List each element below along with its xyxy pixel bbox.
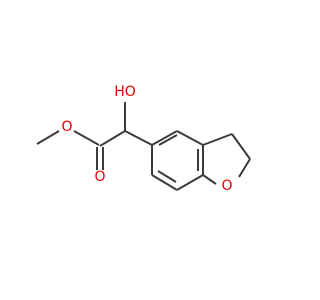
bond-carbonyl-alpha-carbon xyxy=(99,130,126,147)
atom-labels: HO O O O xyxy=(61,84,232,194)
bond-furan-2 xyxy=(231,133,251,160)
bonds xyxy=(36,102,251,191)
bond-ring-inner-3 xyxy=(157,170,177,183)
ring-oxygen-label: O xyxy=(221,178,232,194)
bond-ring-2 xyxy=(176,130,204,146)
hydroxyl-label: HO xyxy=(114,84,136,100)
bond-ring-inner-1 xyxy=(158,134,178,146)
bond-ring-5 xyxy=(151,174,178,191)
bond-ring-1 xyxy=(151,130,178,146)
bond-furan-4 xyxy=(202,174,217,185)
chemical-structure: HO O O O xyxy=(36,84,251,194)
bond-ester-oxygen-carbonyl xyxy=(73,130,100,146)
ester-oxygen-label: O xyxy=(61,119,72,135)
structure-canvas: HO O O O xyxy=(36,84,251,194)
carbonyl-oxygen-label: O xyxy=(94,169,105,185)
bond-ring-4 xyxy=(176,174,204,191)
bond-furan-3 xyxy=(238,158,251,178)
bond-alpha-carbon-ring xyxy=(124,130,153,146)
bond-furan-1 xyxy=(202,133,233,146)
bond-methyl-ester-oxygen xyxy=(36,130,60,145)
